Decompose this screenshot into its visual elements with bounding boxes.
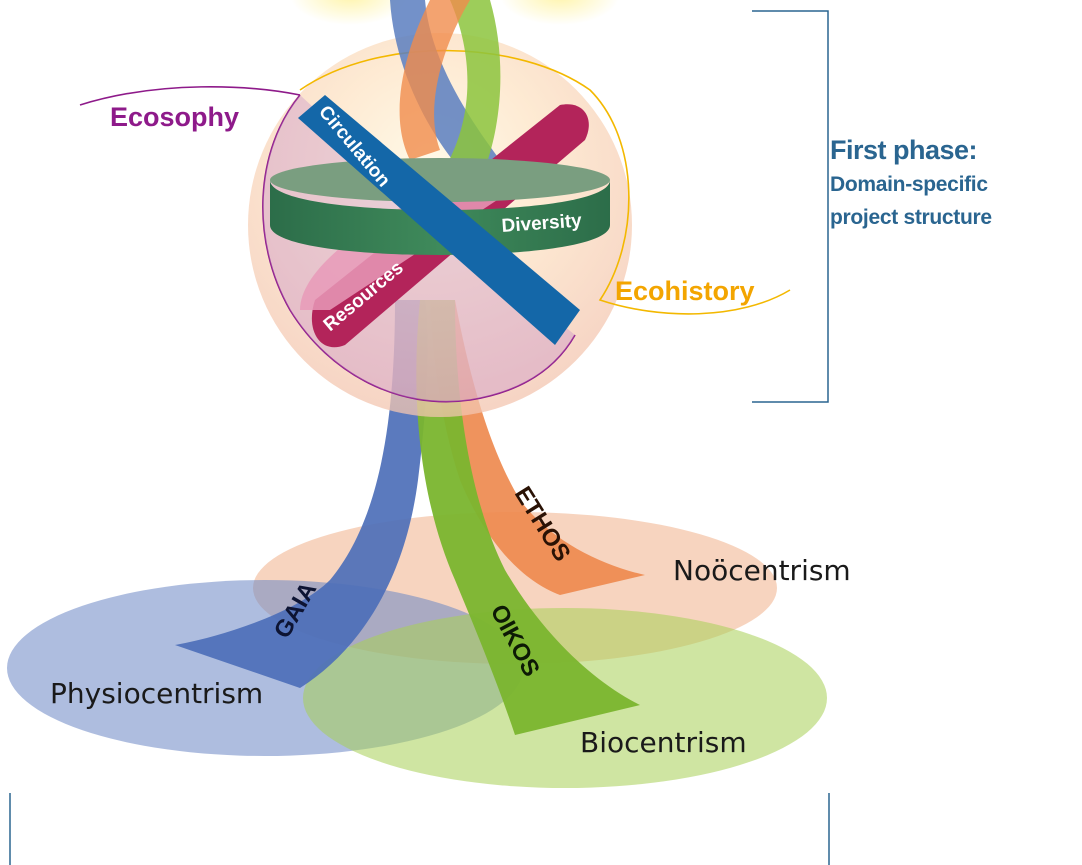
upper-green-strand [430, 0, 501, 200]
phase-bracket [752, 10, 829, 403]
ecosophy-line [79, 86, 301, 106]
phase-subtitle-line2: project structure [830, 206, 992, 229]
gaia-strand [175, 300, 428, 688]
physiocentrism-label: Physiocentrism [50, 677, 263, 710]
upper-orange-strand [399, 0, 470, 160]
phase-caption: First phase: Domain-specific project str… [830, 132, 992, 234]
glow-right [500, 0, 620, 25]
diversity-band-top [270, 158, 610, 202]
noocentrism-label: Noöcentrism [673, 554, 851, 587]
ecosophy-label: Ecosophy [110, 102, 239, 132]
circulation-band [298, 95, 580, 345]
biocentrism-label: Biocentrism [580, 726, 747, 759]
ecosophy-hemisphere [262, 94, 576, 403]
phase-title: First phase: [830, 135, 978, 165]
glow-left [290, 0, 410, 25]
phase-subtitle-line1: Domain-specific [830, 173, 988, 196]
ecohistory-label: Ecohistory [615, 276, 755, 306]
